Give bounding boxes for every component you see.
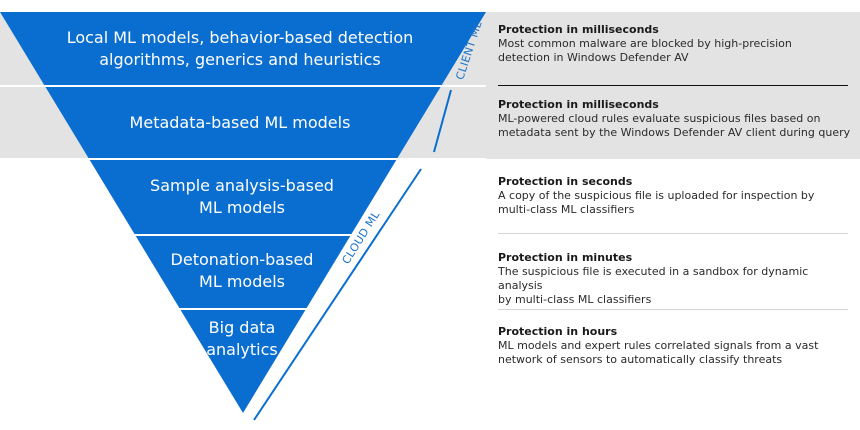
band-label-big-data-analytics: Big data analytics — [172, 317, 312, 360]
description-body-line: by multi-class ML classifiers — [498, 293, 652, 306]
description-detonation-ml: Protection in minutes The suspicious fil… — [498, 251, 854, 307]
description-body-line: network of sensors to automatically clas… — [498, 353, 783, 366]
description-separator — [498, 233, 848, 234]
band-label-line: analytics — [206, 339, 278, 359]
band-label-local-ml: Local ML models, behavior-based detectio… — [40, 27, 440, 70]
description-sample-analysis-ml: Protection in seconds A copy of the susp… — [498, 175, 854, 217]
description-body-line: The suspicious file is executed in a san… — [498, 265, 809, 292]
description-body-line: metadata sent by the Windows Defender AV… — [498, 126, 851, 139]
description-heading: Protection in milliseconds — [498, 98, 659, 111]
description-heading: Protection in minutes — [498, 251, 633, 264]
band-label-sample-analysis-ml: Sample analysis-based ML models — [122, 175, 362, 218]
client-ml-bracket-line — [433, 89, 452, 153]
description-local-ml: Protection in milliseconds Most common m… — [498, 23, 854, 65]
description-metadata-ml: Protection in milliseconds ML-powered cl… — [498, 98, 854, 140]
band-label-line: Metadata-based ML models — [129, 113, 351, 132]
band-label-line: Local ML models, behavior-based detectio… — [66, 28, 414, 47]
description-body-line: A copy of the suspicious file is uploade… — [498, 189, 815, 202]
band-label-detonation-ml: Detonation-based ML models — [142, 249, 342, 292]
description-separator-dark — [498, 85, 848, 86]
description-body-line: ML-powered cloud rules evaluate suspicio… — [498, 112, 821, 125]
description-heading: Protection in seconds — [498, 175, 633, 188]
band-label-metadata-ml: Metadata-based ML models — [60, 112, 420, 134]
band-label-line: Big data — [208, 318, 276, 337]
description-separator — [498, 309, 848, 310]
funnel-shape — [0, 12, 486, 413]
band-label-line: Detonation-based — [170, 250, 314, 269]
description-heading: Protection in milliseconds — [498, 23, 659, 36]
description-body-line: detection in Windows Defender AV — [498, 51, 689, 64]
description-heading: Protection in hours — [498, 325, 618, 338]
description-body-line: Most common malware are blocked by high-… — [498, 37, 792, 50]
cloud-ml-bracket-line — [253, 168, 422, 421]
band-label-line: algorithms, generics and heuristics — [99, 49, 381, 69]
band-label-line: ML models — [199, 271, 285, 291]
band-label-line: ML models — [199, 197, 285, 217]
band-label-line: Sample analysis-based — [150, 176, 334, 195]
description-big-data-analytics: Protection in hours ML models and expert… — [498, 325, 854, 367]
description-body-line: ML models and expert rules correlated si… — [498, 339, 819, 352]
description-body-line: multi-class ML classifiers — [498, 203, 635, 216]
